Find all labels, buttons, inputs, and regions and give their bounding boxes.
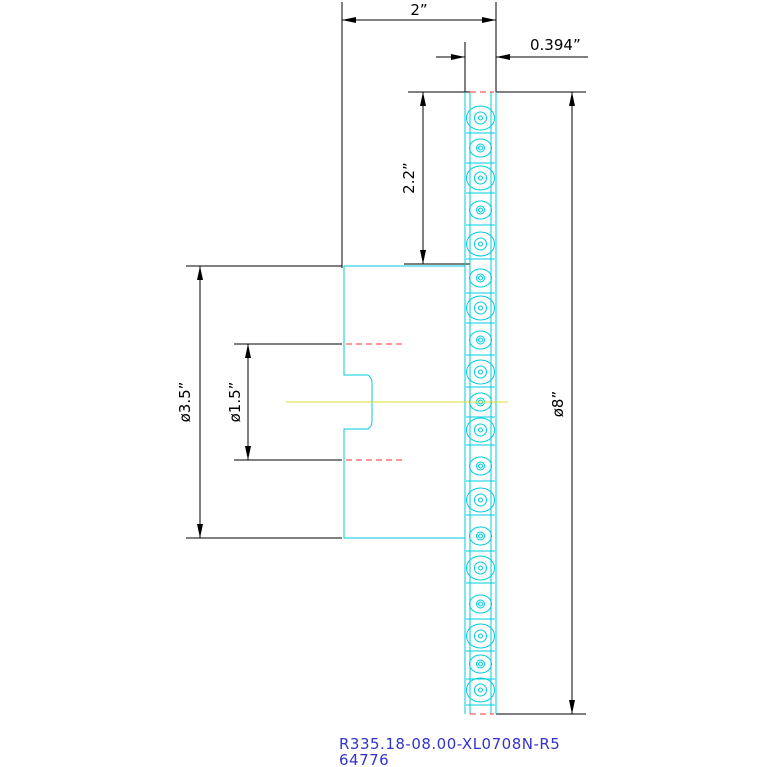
insert-pockets <box>466 105 495 706</box>
dim-tooth-width: 0.394” <box>436 36 588 92</box>
dim-hub-offset-label: 2.2” <box>400 162 418 194</box>
dim-bore-diameter: ø1.5” <box>226 343 342 461</box>
hidden-lines <box>346 91 494 715</box>
insert-pocket <box>466 295 495 324</box>
insert-pocket <box>466 456 495 482</box>
insert-pocket <box>466 487 495 516</box>
insert-pocket <box>466 417 495 446</box>
dim-hub-diameter: ø3.5” <box>176 265 342 539</box>
dim-bore-diameter-label: ø1.5” <box>226 382 244 423</box>
dim-hub-diameter-label: ø3.5” <box>176 382 194 423</box>
dim-overall-width-label: 2” <box>410 1 427 19</box>
insert-pocket <box>466 677 495 706</box>
insert-pocket <box>466 330 495 356</box>
part-number: R335.18-08.00-XL0708N-R5 <box>339 735 560 753</box>
insert-pocket <box>466 138 495 164</box>
insert-pocket <box>466 231 495 260</box>
dim-cutter-diameter: ø8” <box>496 91 586 715</box>
insert-pocket <box>466 526 495 552</box>
insert-pocket <box>466 165 495 194</box>
dim-tooth-width-label: 0.394” <box>530 36 581 54</box>
dim-cutter-diameter-label: ø8” <box>549 391 567 418</box>
dim-hub-offset: 2.2” <box>400 91 470 265</box>
insert-pocket <box>466 555 495 584</box>
part-number-block: R335.18-08.00-XL0708N-R5 64776 <box>339 735 560 767</box>
insert-pocket <box>466 654 495 680</box>
insert-pocket <box>466 200 495 226</box>
cutter-body-outline <box>343 92 497 714</box>
dim-overall-width: 2” <box>341 1 497 268</box>
insert-pocket <box>466 359 495 388</box>
insert-pocket <box>466 594 495 620</box>
insert-pocket <box>466 105 495 134</box>
insert-pocket <box>466 268 495 294</box>
item-code: 64776 <box>339 751 389 767</box>
insert-pocket <box>466 623 495 652</box>
